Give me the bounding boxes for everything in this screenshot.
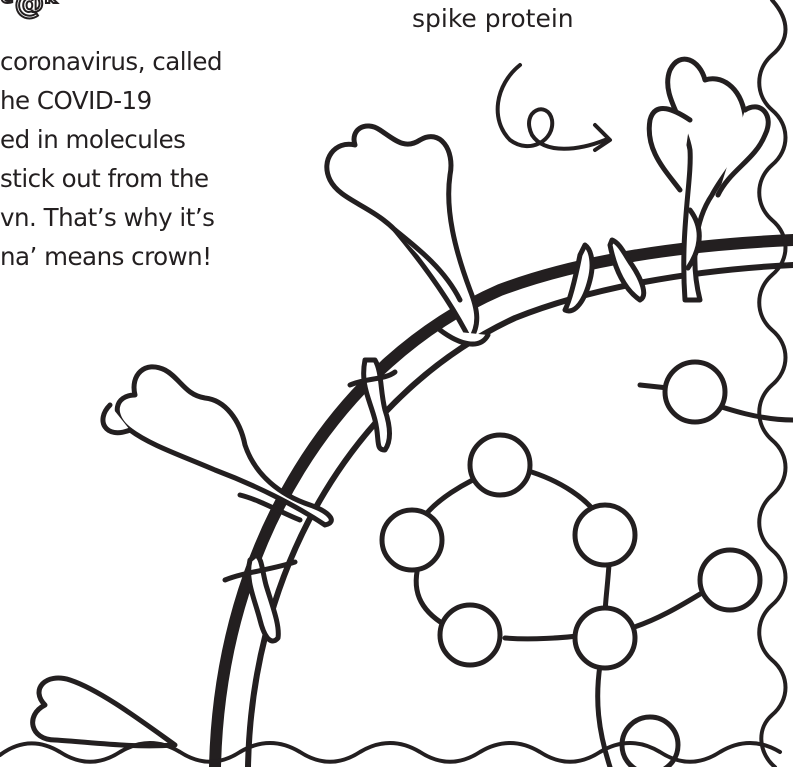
callout-arrow: [498, 65, 610, 150]
intro-paragraph: coronavirus, called he COVID-19 ed in mo…: [0, 42, 300, 276]
spike-protein-left: [103, 367, 331, 525]
intro-line-6: na’ means crown!: [0, 237, 300, 276]
page-title-fragment: ᵉ͡@ᵏ: [0, 0, 59, 21]
intro-line-5: vn. That’s why it’s: [0, 198, 300, 237]
intro-line-3: ed in molecules: [0, 120, 300, 159]
nucleoproteins: [382, 362, 760, 767]
spike-protein-middle: [327, 126, 488, 344]
intro-line-2: he COVID-19: [0, 81, 300, 120]
intro-line-1: coronavirus, called: [0, 42, 300, 81]
spike-protein-bottom-left: [33, 678, 175, 746]
membrane-proteins: [225, 240, 644, 641]
intro-line-4: stick out from the: [0, 159, 300, 198]
spike-protein-label: spike protein: [412, 4, 574, 33]
spike-protein-right: [649, 59, 768, 300]
